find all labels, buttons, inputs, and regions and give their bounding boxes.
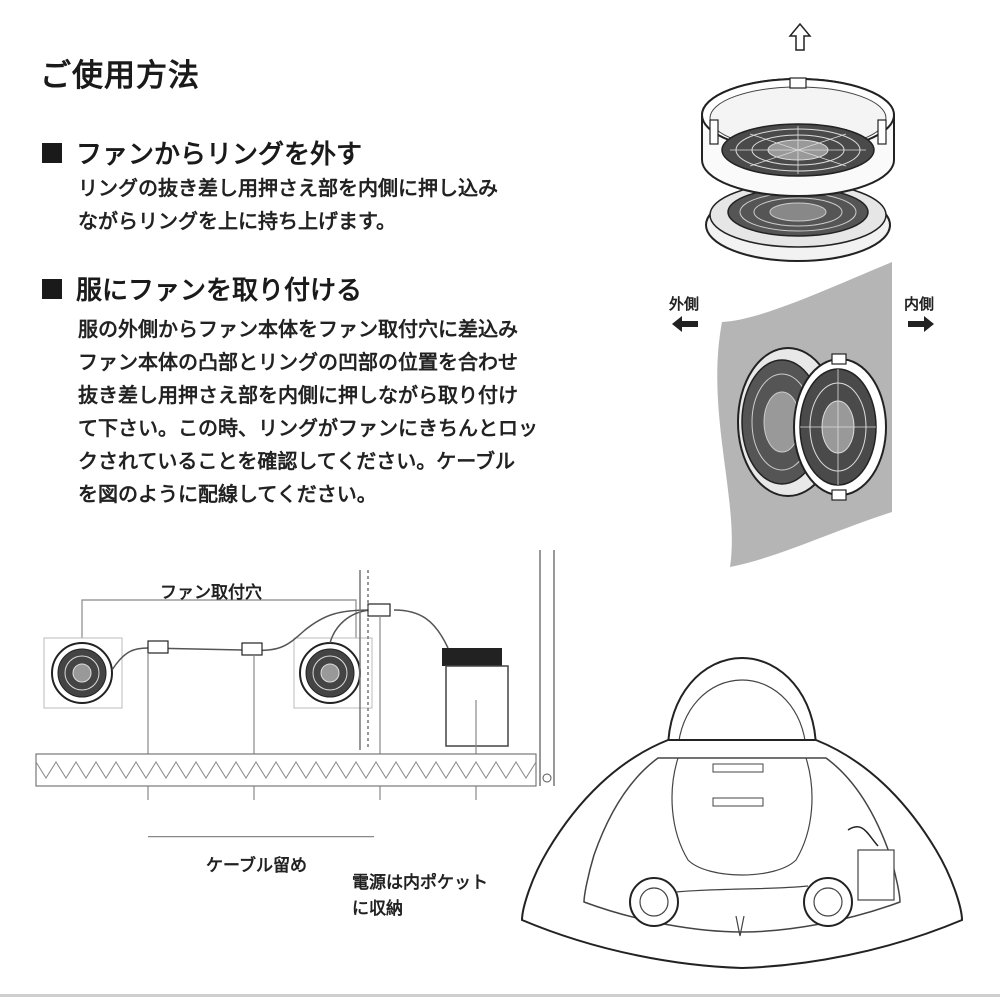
section1-heading-row: ファンからリングを外す (42, 134, 362, 171)
arrow-left-icon (672, 316, 698, 332)
arrow-up-icon (788, 22, 812, 51)
section2-line-6: を図のように配線してください。 (78, 482, 377, 506)
fan-ring-illustration (701, 22, 895, 262)
fan-assembly-illustration (717, 262, 892, 567)
inside-label: 内側 (904, 295, 935, 313)
wiring-diagram (35, 550, 555, 800)
cable-clip-bracket (148, 836, 374, 838)
section2-line-2: ファン本体の凸部とリングの凹部の位置を合わせ (78, 350, 518, 374)
square-bullet-icon (42, 142, 62, 163)
section1-heading: ファンからリングを外す (76, 140, 363, 170)
jacket-illustration (520, 656, 964, 970)
outside-label: 外側 (669, 295, 700, 313)
fan-hole-label: ファン取付穴 (160, 583, 262, 603)
square-bullet-icon (42, 278, 62, 299)
section2-heading-row: 服にファンを取り付ける (42, 270, 362, 307)
bottom-divider (0, 994, 1000, 997)
section2-heading: 服にファンを取り付ける (76, 276, 363, 306)
cable-clip-label: ケーブル留め (206, 856, 307, 876)
power-label-line1: 電源は内ポケット (352, 873, 488, 893)
page-title: ご使用方法 (40, 58, 200, 94)
section2-line-4: て下さい。この時、リングがファンにきちんとロッ (78, 416, 538, 440)
section1-line-1: リングの抜き差し用押さえ部を内側に押し込み (78, 176, 498, 200)
arrow-right-icon (908, 316, 934, 332)
section2-line-3: 抜き差し用押さえ部を内側に押しながら取り付け (78, 383, 518, 407)
section1-line-2: ながらリングを上に持ち上げます。 (78, 209, 396, 233)
power-label-line2: に収納 (352, 899, 403, 919)
section2-line-1: 服の外側からファン本体をファン取付穴に差込み (78, 317, 518, 341)
section2-line-5: クされていることを確認してください。ケーブル (78, 449, 515, 473)
